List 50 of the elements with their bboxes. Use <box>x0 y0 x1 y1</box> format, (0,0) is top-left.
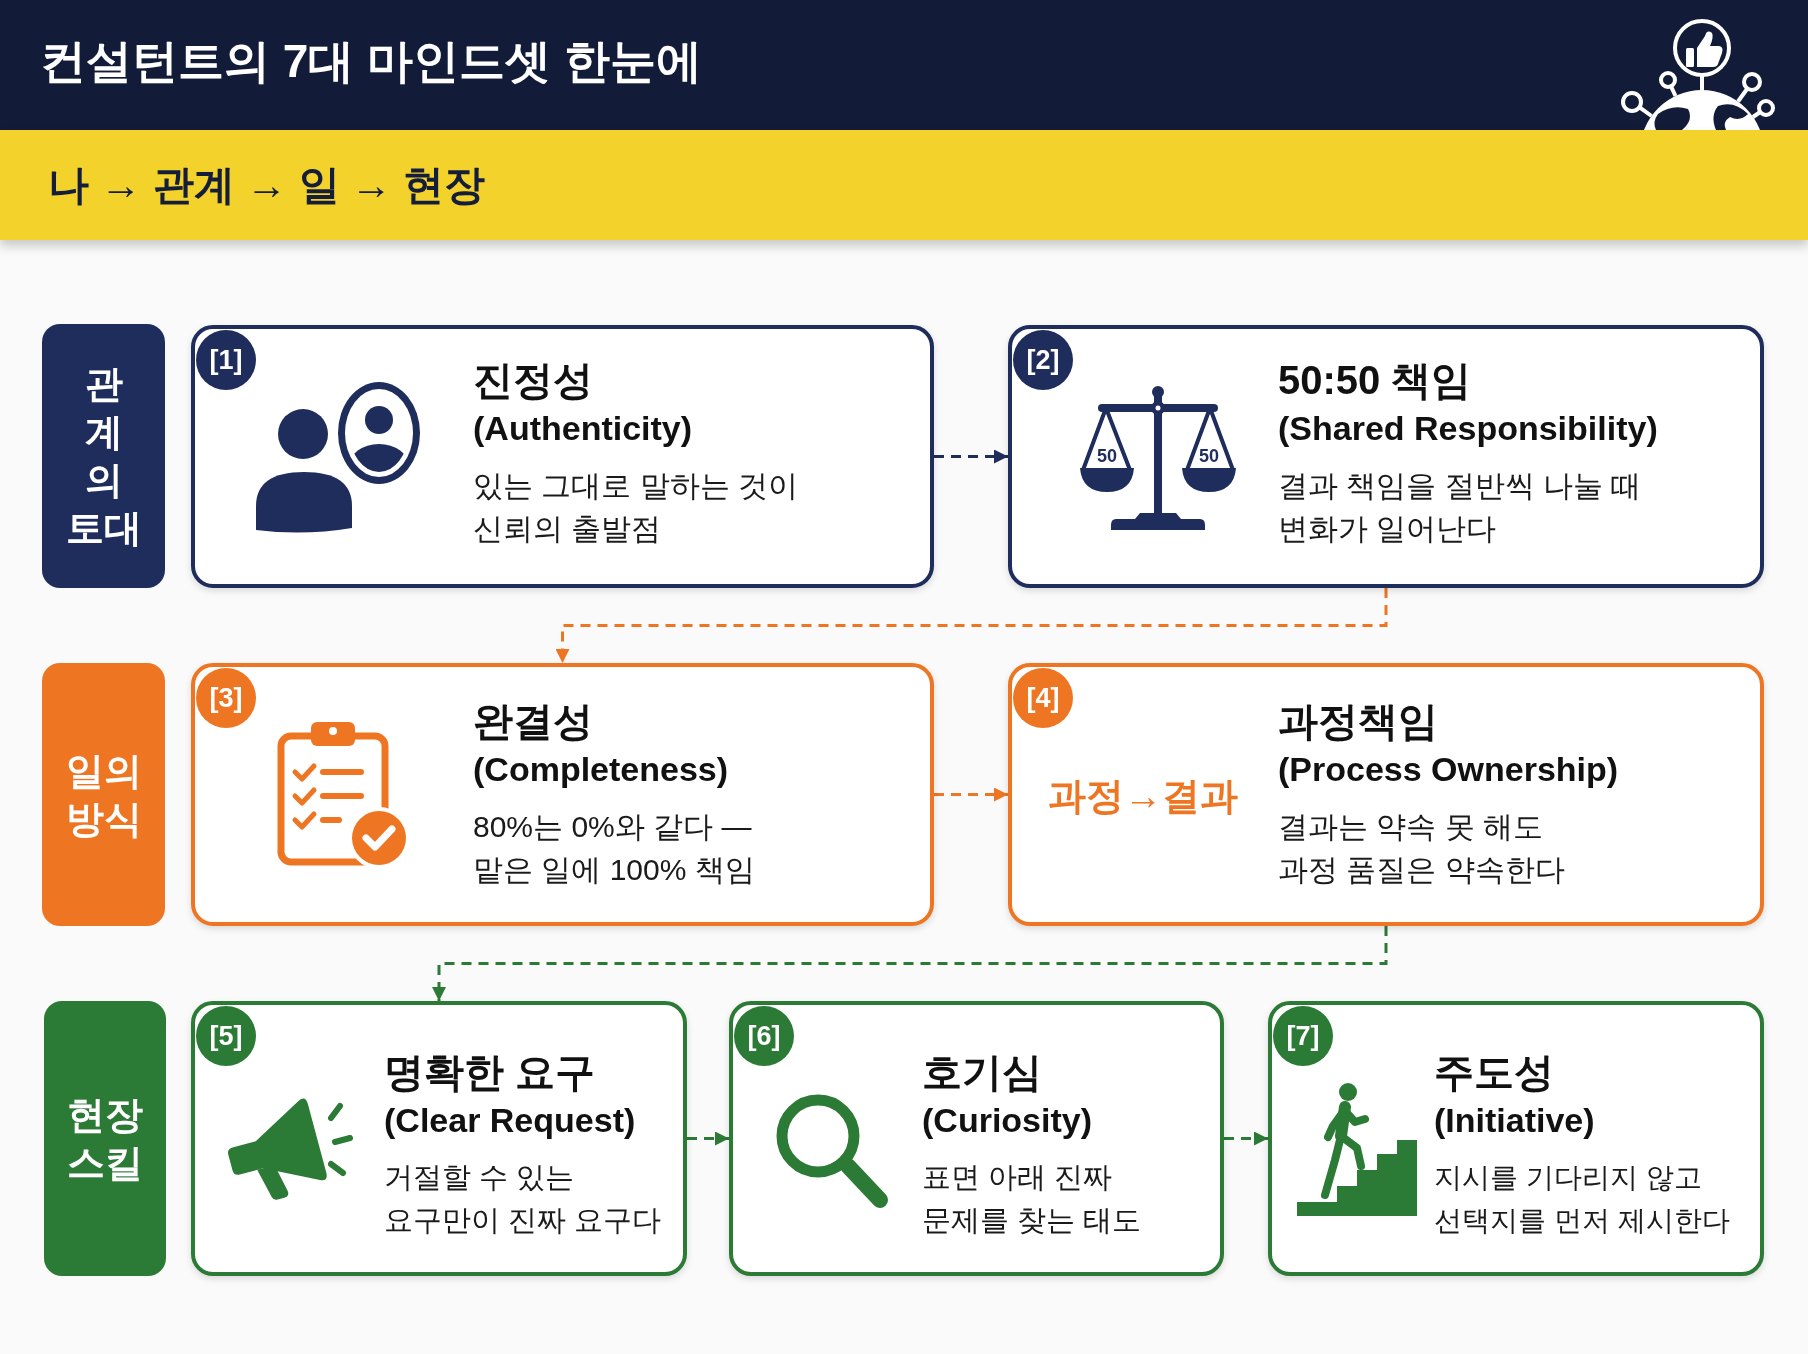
card-subtitle: (Completeness) <box>473 749 730 790</box>
flow-arrow <box>1224 1131 1268 1146</box>
card-title: 주도성 <box>1434 1049 1555 1096</box>
flow-arrow <box>687 1131 729 1146</box>
category-tab: 관계의 토대 <box>42 324 165 588</box>
mindset-card <box>1268 1001 1764 1276</box>
card-subtitle: (Clear Request) <box>384 1100 637 1141</box>
number-badge: [5] <box>196 1006 256 1066</box>
mindset-card <box>1008 663 1764 926</box>
card-subtitle: (Authenticity) <box>473 408 694 449</box>
flow-heading: 나 → 관계 → 일 → 현장 <box>48 161 486 210</box>
card-description: 있는 그대로 말하는 것이 신뢰의 출발점 <box>473 468 799 547</box>
card-description: 결과 책임을 절반씩 나눌 때 변화가 일어난다 <box>1278 468 1643 547</box>
mindset-card <box>729 1001 1224 1276</box>
subtitle-band <box>0 130 1808 240</box>
card-description: 결과는 약속 못 해도 과정 품질은 약속한다 <box>1278 809 1566 888</box>
number-badge: [1] <box>196 330 256 390</box>
card-subtitle: (Shared Responsibility) <box>1278 408 1659 449</box>
card-title: 50:50 책임 <box>1278 357 1473 404</box>
page-title: 컨설턴트의 7대 마인드셋 한눈에 <box>40 34 702 89</box>
number-badge: [4] <box>1013 668 1073 728</box>
card-subtitle: (Initiative) <box>1434 1100 1596 1141</box>
flow-arrow <box>934 449 1008 464</box>
flow-arrow <box>555 588 1388 663</box>
mindset-card <box>191 325 934 588</box>
number-badge: [7] <box>1273 1006 1333 1066</box>
number-badge: [3] <box>196 668 256 728</box>
card-subtitle: (Curiosity) <box>922 1100 1093 1141</box>
category-tab: 일의 방식 <box>42 663 165 926</box>
number-badge: [6] <box>734 1006 794 1066</box>
card-title: 과정책임 <box>1278 698 1439 745</box>
card-title: 진정성 <box>473 357 594 404</box>
flow-arrow <box>934 787 1008 802</box>
card-title: 완결성 <box>473 698 594 745</box>
card-description: 표면 아래 진짜 문제를 찾는 태도 <box>922 1160 1143 1238</box>
card-description: 80%는 0%와 같다 — 맡은 일에 100% 책임 <box>473 809 756 888</box>
category-tab: 현장 스킬 <box>44 1001 166 1276</box>
mindset-card <box>1008 325 1764 588</box>
scale-pan-number: 50 <box>1097 445 1117 467</box>
mindset-card <box>191 663 934 926</box>
card-title: 명확한 요구 <box>384 1049 597 1096</box>
mindset-card <box>191 1001 687 1276</box>
number-badge: [2] <box>1013 330 1073 390</box>
flow-arrow <box>432 926 1388 1001</box>
card-description: 지시를 기다리지 않고 선택지를 먼저 제시한다 <box>1434 1161 1731 1238</box>
card-title: 호기심 <box>922 1049 1043 1096</box>
card-description: 거절할 수 있는 요구만이 진짜 요구다 <box>384 1160 663 1238</box>
card-subtitle: (Process Ownership) <box>1278 749 1619 790</box>
scale-pan-number: 50 <box>1199 445 1219 467</box>
process-result-text: 과정→결과 <box>1048 775 1238 819</box>
